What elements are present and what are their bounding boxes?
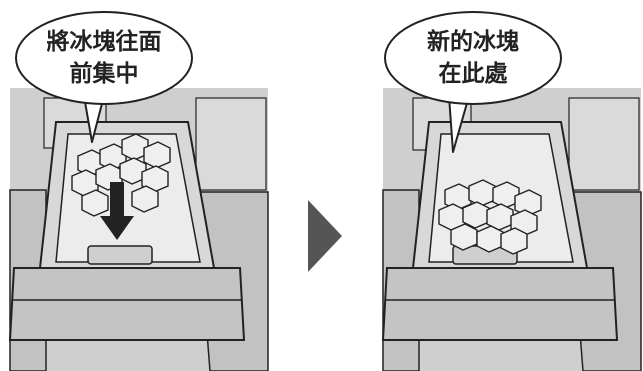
bin-front xyxy=(8,267,246,341)
next-step-arrow-icon xyxy=(308,200,342,272)
ice-cubes-cluster xyxy=(438,179,542,255)
ice-bin-illustration-before xyxy=(8,11,269,371)
ice-bin-illustration-after xyxy=(381,11,642,371)
bubble-text: 新的冰塊 在此處 xyxy=(393,26,553,90)
down-arrow-icon xyxy=(100,182,134,240)
speech-bubble xyxy=(384,11,562,153)
step-panel-after: 新的冰塊 在此處 xyxy=(373,0,643,371)
bubble-text: 將冰塊往面 前集中 xyxy=(24,26,184,90)
bubble-line-1: 新的冰塊 xyxy=(427,29,519,55)
bubble-line-2: 前集中 xyxy=(69,61,139,87)
bin-handle xyxy=(87,245,153,265)
ice-cubes-cluster xyxy=(71,133,171,217)
speech-bubble xyxy=(15,11,193,143)
bin-front xyxy=(381,267,619,341)
bubble-line-2: 在此處 xyxy=(438,61,508,87)
bubble-line-1: 將冰塊往面 xyxy=(46,29,162,55)
step-panel-before: 將冰塊往面 前集中 xyxy=(0,0,270,371)
